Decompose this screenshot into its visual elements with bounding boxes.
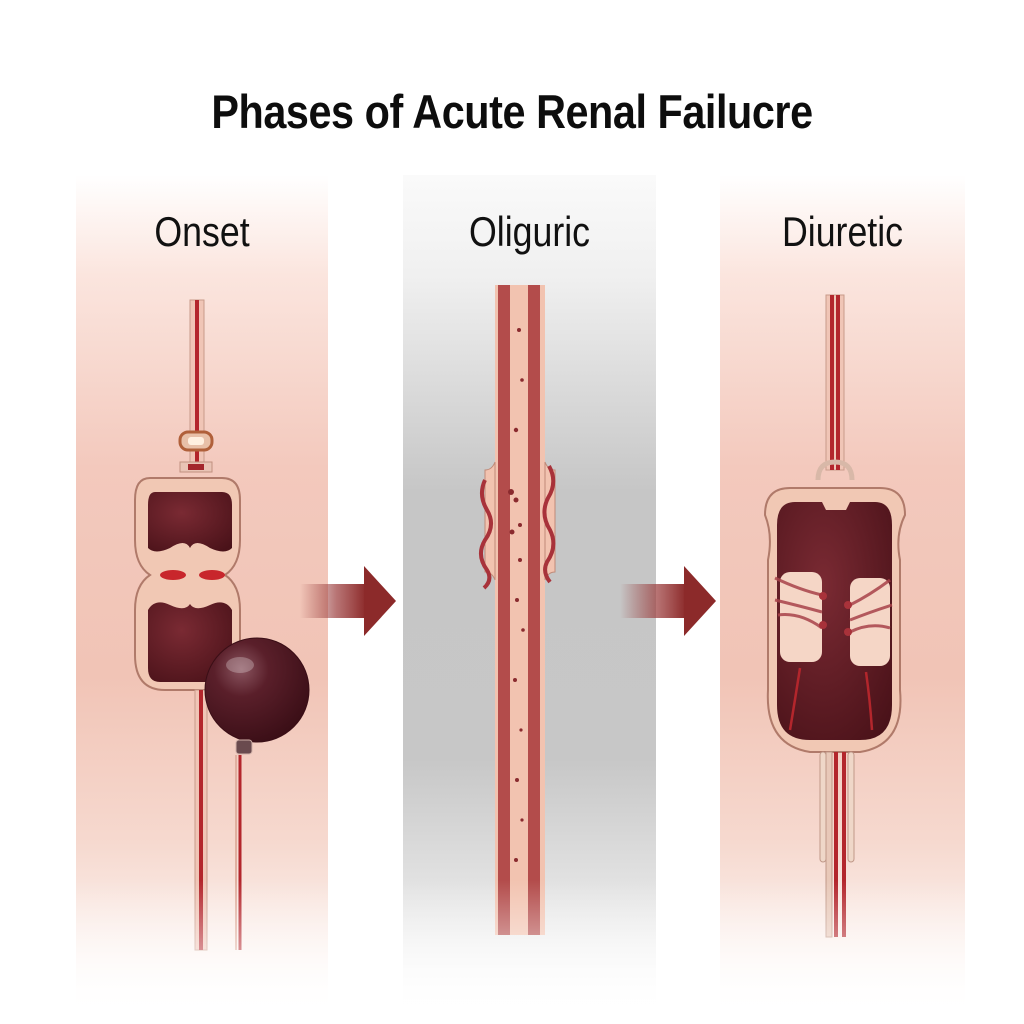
phase-label-diuretic: Diuretic — [781, 208, 904, 255]
diuretic-illustration — [763, 294, 907, 938]
phase-label-oliguric: Oliguric — [468, 208, 591, 255]
arrow-oliguric-to-diuretic-icon — [620, 566, 716, 636]
arrow-onset-to-oliguric-icon — [300, 566, 396, 636]
onset-illustration — [134, 299, 310, 951]
diagram-title: Phases of Acute Renal Failucre — [211, 85, 813, 138]
oliguric-illustration — [479, 285, 556, 935]
phase-label-onset: Onset — [154, 208, 250, 255]
